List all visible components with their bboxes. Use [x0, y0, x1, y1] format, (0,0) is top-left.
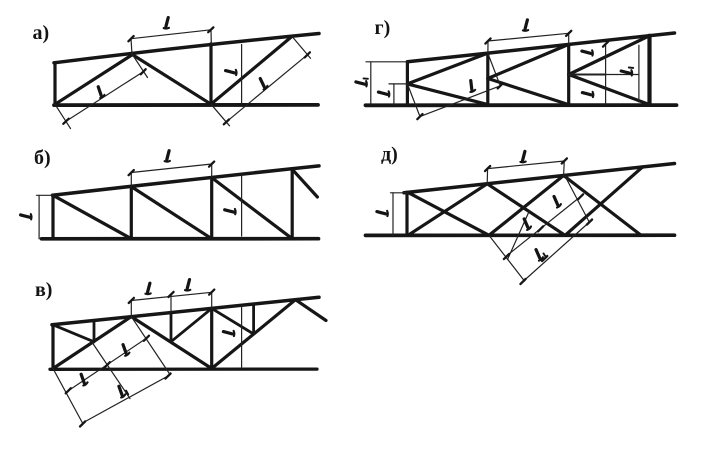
svg-text:в): в) [35, 279, 52, 301]
svg-text:а): а) [33, 22, 50, 44]
svg-text:д): д) [381, 144, 398, 166]
svg-text:б): б) [34, 147, 51, 169]
svg-text:г): г) [375, 17, 391, 39]
